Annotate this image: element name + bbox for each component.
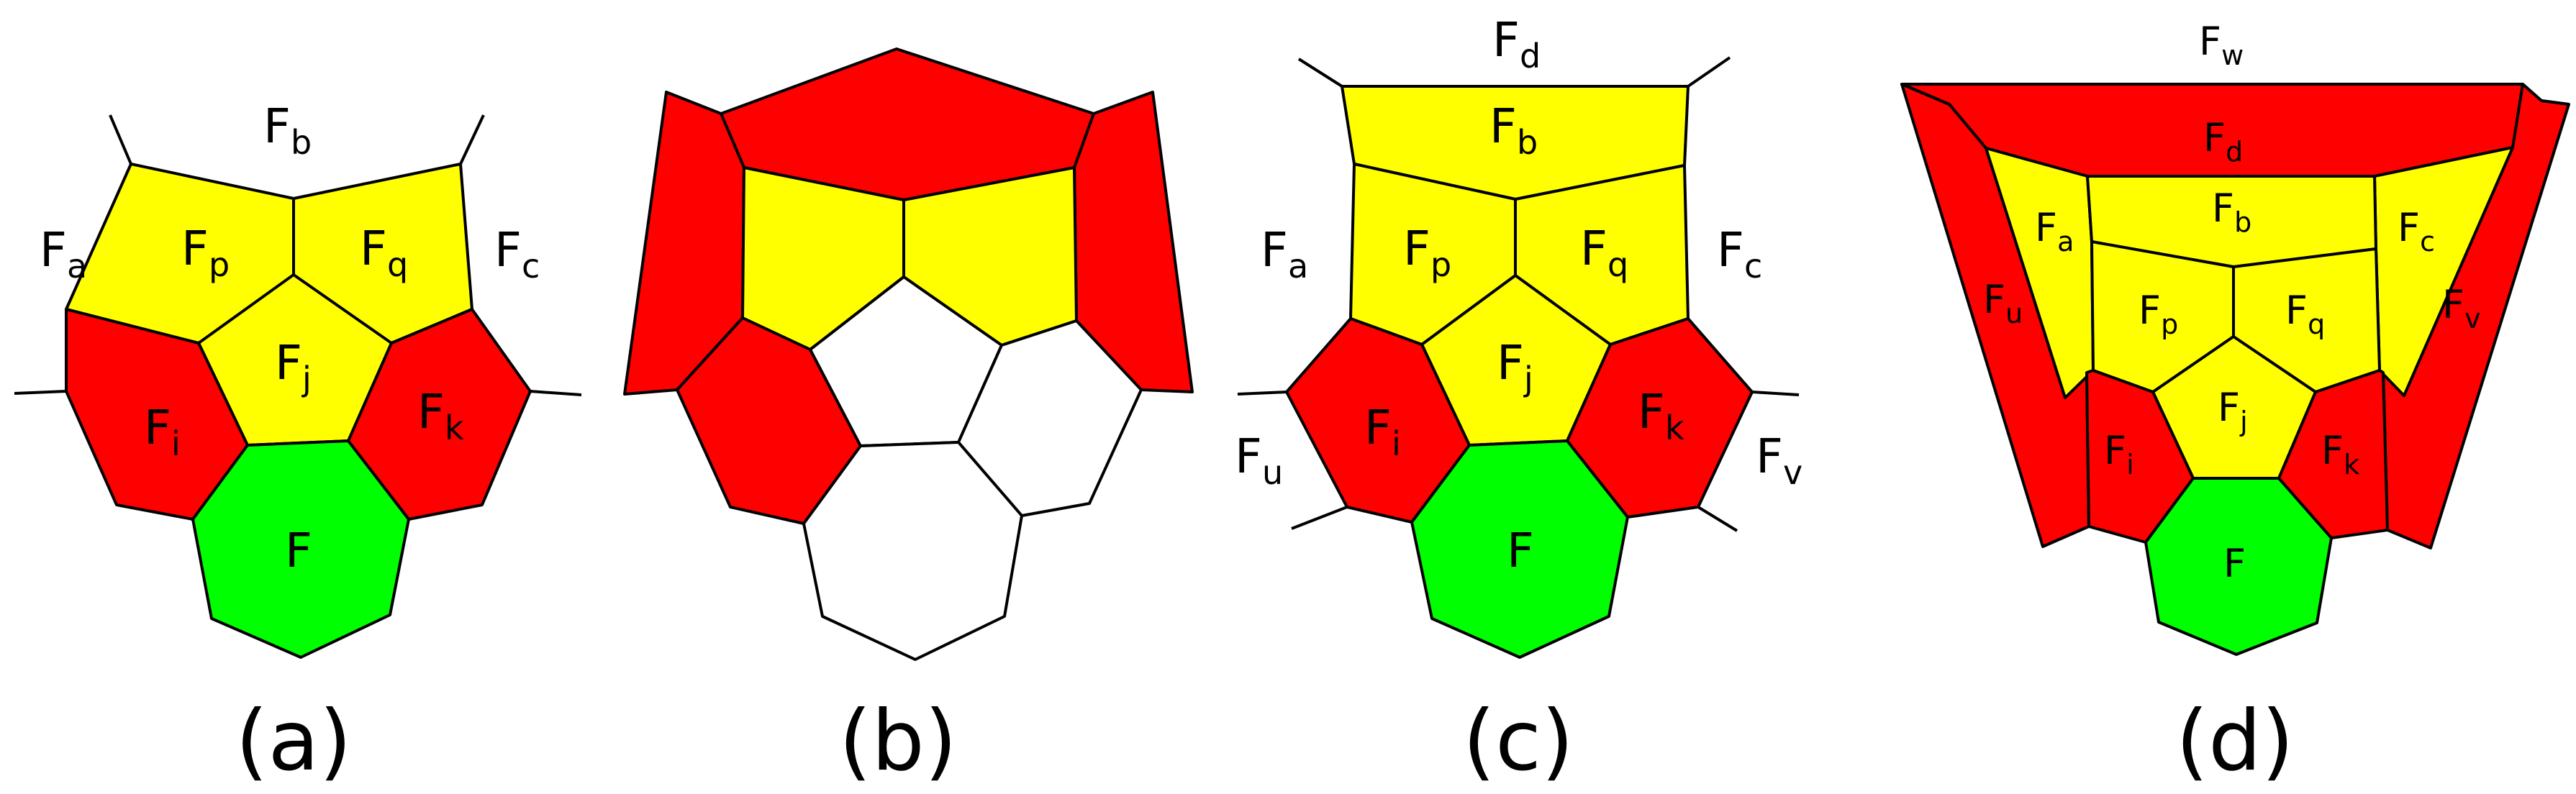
edge [1291,506,1348,530]
panel-b: (b) [623,47,1194,790]
label-f: F [2223,541,2246,586]
label-fv: Fv [1756,429,1802,492]
edge [109,114,132,165]
panel-c: Fd Fb Fa Fc Fp Fq Fj Fi Fk Fu Fv F (c) [1235,12,1802,790]
label-fk: Fk [1638,384,1684,447]
edge [14,390,67,395]
label-fi: Fi [2104,428,2134,480]
label-f: F [285,523,312,578]
face-f [1410,439,1629,659]
edge [459,114,485,165]
label-fp: Fp [2139,288,2178,340]
label-fu: Fu [1235,429,1283,492]
label-fb: Fb [1489,99,1538,162]
caption-a: (a) [235,693,352,790]
edge [1237,391,1287,396]
caption-b: (b) [839,693,957,790]
label-fb: Fb [2212,186,2251,238]
label-fw: Fw [2199,19,2244,71]
label-fp: Fp [1403,221,1451,284]
label-fq: Fq [360,221,408,284]
label-fj: Fj [2218,385,2248,437]
edge [1297,58,1343,88]
label-fd: Fd [2203,115,2243,168]
panel-a: Fb Fa Fc Fp Fq Fj Fi Fk F (a) [14,99,582,790]
face-f [2144,477,2333,656]
label-fj: Fj [1497,335,1533,398]
label-fv: Fv [2442,282,2481,334]
edge [530,390,582,396]
caption-c: (c) [1463,693,1574,790]
label-fc: Fc [1717,222,1762,286]
label-fk: Fk [417,384,464,447]
edge [1751,391,1800,396]
caption-d: (d) [2176,693,2294,790]
label-fu: Fu [1983,277,2023,329]
label-fi: Fi [1364,400,1401,463]
label-fk: Fk [2321,428,2359,480]
panel-d: Fw Fd Fb Fa Fc Fu Fv Fp Fq Fj Fi Fk F (d… [1900,19,2570,790]
label-fa: Fa [2035,205,2074,257]
label-fa: Fa [40,222,87,286]
label-fq: Fq [2285,288,2325,340]
edge [1901,83,1950,106]
label-f: F [1507,523,1534,578]
label-fc: Fc [494,222,540,286]
label-fi: Fi [144,400,181,463]
label-fj: Fj [275,335,312,398]
label-fp: Fp [181,221,230,284]
label-fq: Fq [1580,221,1628,284]
label-fa: Fa [1261,222,1308,286]
label-fd: Fd [1492,12,1541,76]
edge [1687,56,1731,88]
edge [1697,506,1738,532]
label-fc: Fc [2398,205,2435,257]
label-fb: Fb [263,99,312,162]
face-bottom-white [802,441,1023,661]
face-f [191,439,410,659]
edge [2541,99,2570,106]
